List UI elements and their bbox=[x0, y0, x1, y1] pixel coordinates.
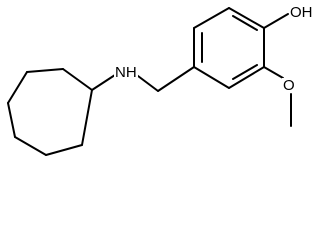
cycloheptyl-nitrogen-bond bbox=[91, 72, 119, 91]
amine-label: NH bbox=[114, 64, 138, 81]
aromatic-double-bond-inner bbox=[232, 64, 258, 80]
phenol-ring bbox=[193, 7, 265, 89]
phenol-hydroxyl-bond bbox=[263, 13, 289, 29]
cycloheptane-ring bbox=[7, 68, 93, 156]
hydroxyl-label: OH bbox=[289, 4, 314, 21]
cycloheptane-bond bbox=[7, 102, 16, 138]
cycloheptane-bond bbox=[26, 68, 64, 73]
cycloheptane-bond bbox=[45, 144, 83, 156]
cycloheptane-bond bbox=[81, 89, 93, 146]
aromatic-double-bond-inner bbox=[232, 15, 258, 31]
aromatic-bond bbox=[228, 66, 265, 89]
cycloheptane-bond bbox=[7, 71, 28, 104]
cycloheptane-bond bbox=[14, 136, 47, 156]
aromatic-bond bbox=[193, 7, 230, 29]
cycloheptane-bond bbox=[62, 68, 93, 91]
aromatic-bond bbox=[193, 66, 230, 89]
nitrogen-methylene-bond bbox=[133, 72, 159, 92]
aryl-methoxy-bond bbox=[263, 66, 284, 79]
methoxy-oxygen-label: O bbox=[282, 77, 296, 94]
molecule-bonds bbox=[7, 7, 292, 156]
aromatic-bond bbox=[228, 7, 265, 29]
methylene-aryl-bond bbox=[157, 66, 195, 92]
chemical-structure: NH OH O bbox=[7, 4, 314, 156]
